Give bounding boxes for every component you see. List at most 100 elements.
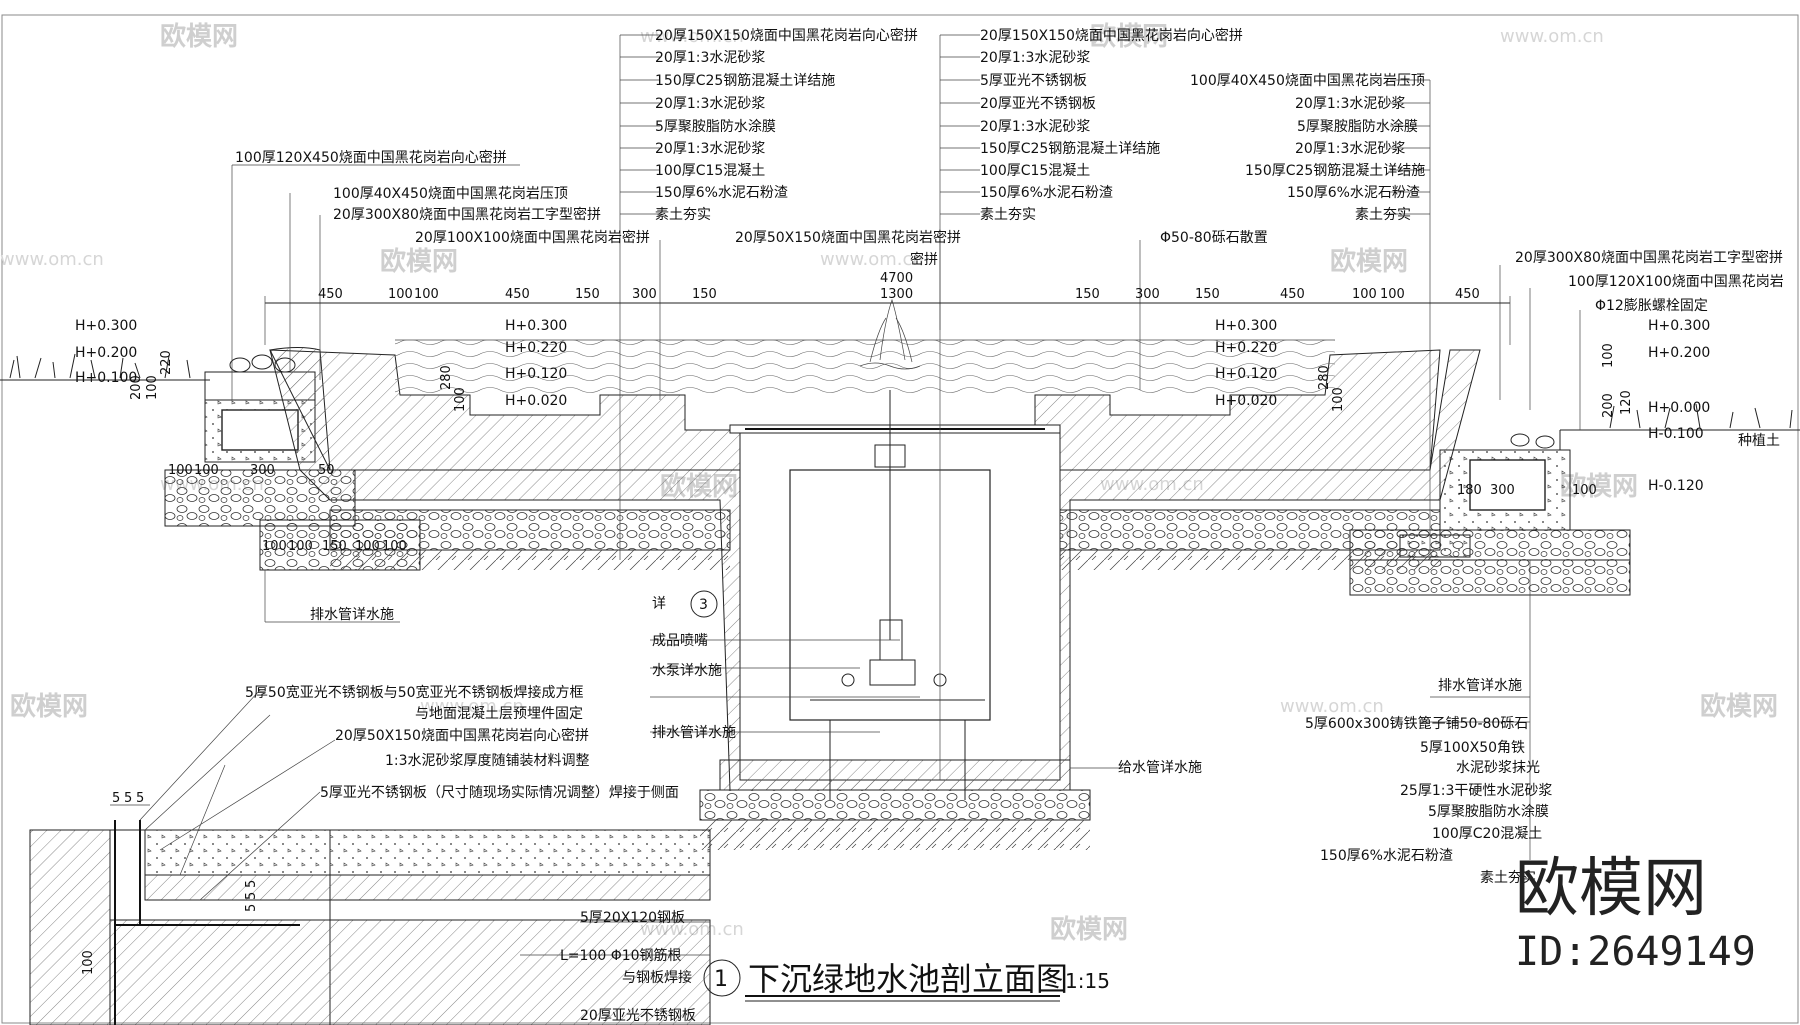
svg-text:100: 100 <box>81 950 96 975</box>
dim-4: 450 <box>505 287 530 302</box>
svg-text:100: 100 <box>382 539 407 554</box>
svg-text:H+0.300: H+0.300 <box>505 318 567 334</box>
svg-text:与钢板焊接: 与钢板焊接 <box>622 969 692 986</box>
svg-text:5厚亚光不锈钢板: 5厚亚光不锈钢板 <box>980 73 1087 89</box>
svg-text:100: 100 <box>262 539 287 554</box>
svg-text:H+0.020: H+0.020 <box>505 393 567 409</box>
right-drain-channel <box>1349 430 1631 596</box>
svg-text:H+0.120: H+0.120 <box>505 366 567 382</box>
svg-text:5厚亚光不锈钢板（尺寸随现场实际情况调整）焊接于侧面: 5厚亚光不锈钢板（尺寸随现场实际情况调整）焊接于侧面 <box>320 784 679 801</box>
svg-text:150厚C25钢筋混凝土详结施: 150厚C25钢筋混凝土详结施 <box>1245 162 1425 179</box>
svg-text:www.om.cn: www.om.cn <box>820 249 924 270</box>
svg-text:5厚20X120钢板: 5厚20X120钢板 <box>580 910 685 926</box>
svg-text:100: 100 <box>194 463 219 478</box>
level-marks-pool-left: H+0.300 H+0.220 H+0.120 H+0.020 280 100 <box>439 318 567 412</box>
svg-text:100厚120X100烧面中国黑花岗岩: 100厚120X100烧面中国黑花岗岩 <box>1568 274 1784 290</box>
svg-text:5: 5 <box>124 791 132 806</box>
svg-text:180: 180 <box>1457 483 1482 498</box>
svg-text:欧模网: 欧模网 <box>1090 21 1168 52</box>
bottom-dims-left: 100 100 300 50 100 100 150 100 100 <box>168 463 407 554</box>
svg-text:100: 100 <box>1601 343 1616 368</box>
dim-1: 450 <box>318 287 343 302</box>
labels-center: 20厚50X150烧面中国黑花岗岩密拼 密拼 Φ50-80砾石散置 <box>735 229 1268 268</box>
svg-text:欧模网: 欧模网 <box>10 691 88 722</box>
svg-text:种植土: 种植土 <box>1738 433 1780 449</box>
pump-assembly <box>800 390 990 800</box>
svg-text:20厚50X150烧面中国黑花岗岩密拼: 20厚50X150烧面中国黑花岗岩密拼 <box>735 229 961 246</box>
dim-15: 450 <box>1455 287 1480 302</box>
base-soil-right <box>1060 550 1440 570</box>
dim-6: 300 <box>632 287 657 302</box>
svg-text:5厚100X50角铁: 5厚100X50角铁 <box>1420 740 1525 756</box>
svg-text:150厚C25钢筋混凝土详结施: 150厚C25钢筋混凝土详结施 <box>655 72 835 89</box>
svg-text:20厚100X100烧面中国黑花岗岩密拼: 20厚100X100烧面中国黑花岗岩密拼 <box>415 229 650 246</box>
section-body <box>0 298 1800 850</box>
svg-text:20厚1:3水泥砂浆: 20厚1:3水泥砂浆 <box>655 96 765 112</box>
svg-text:www.om.cn: www.om.cn <box>640 26 744 47</box>
dim-2: 100 <box>388 287 413 302</box>
svg-text:150厚6%水泥石粉渣: 150厚6%水泥石粉渣 <box>1287 185 1420 201</box>
svg-text:H+0.220: H+0.220 <box>1215 340 1277 356</box>
svg-text:200: 200 <box>129 375 144 400</box>
svg-text:密拼: 密拼 <box>910 251 938 268</box>
sheet-border <box>1 14 1799 1024</box>
svg-text:150厚6%水泥石粉渣: 150厚6%水泥石粉渣 <box>655 185 788 201</box>
svg-text:www.om.cn: www.om.cn <box>420 696 524 717</box>
svg-text:100: 100 <box>453 387 468 412</box>
dim-10: 300 <box>1135 287 1160 302</box>
pit-floor-concrete <box>719 759 1071 791</box>
svg-text:H-0.120: H-0.120 <box>1648 478 1704 494</box>
svg-text:100: 100 <box>355 539 380 554</box>
svg-text:欧模网: 欧模网 <box>1560 471 1638 502</box>
dim-12: 450 <box>1280 287 1305 302</box>
dim-3: 100 <box>414 287 439 302</box>
labels-mid: 排水管详水施 详 3 成品喷嘴 水泵详水施 排水管详水施 给水管详水施 排水管详… <box>310 590 1522 776</box>
svg-text:300: 300 <box>250 463 275 478</box>
svg-text:L=100 Φ10钢筋根: L=100 Φ10钢筋根 <box>560 947 682 964</box>
labels-left: 100厚120X450烧面中国黑花岗岩向心密拼 100厚40X450烧面中国黑花… <box>235 149 650 246</box>
svg-text:H+0.300: H+0.300 <box>1215 318 1277 334</box>
svg-text:20厚150X150烧面中国黑花岗岩向心密拼: 20厚150X150烧面中国黑花岗岩向心密拼 <box>655 27 918 44</box>
leaders <box>231 34 1581 860</box>
svg-text:280: 280 <box>1317 365 1332 390</box>
svg-text:150厚C25钢筋混凝土详结施: 150厚C25钢筋混凝土详结施 <box>980 140 1160 157</box>
fountain-nozzle <box>859 298 921 370</box>
svg-text:水泵详水施: 水泵详水施 <box>652 663 722 679</box>
svg-text:排水管详水施: 排水管详水施 <box>310 607 394 623</box>
dim-5: 150 <box>575 287 600 302</box>
svg-text:Φ50-80砾石散置: Φ50-80砾石散置 <box>1160 230 1268 246</box>
labels-right-bottom: 5厚600x300铸铁篦子铺50-80砾石 5厚100X50角铁 水泥砂浆抹光 … <box>1305 716 1552 886</box>
svg-text:20厚1:3水泥砂浆: 20厚1:3水泥砂浆 <box>655 141 765 157</box>
svg-text:素土夯实: 素土夯实 <box>655 207 711 223</box>
svg-text:5: 5 <box>244 880 259 888</box>
drawing-title-block: 1 下沉绿地水池剖立面图 1:15 <box>703 959 1110 1002</box>
svg-text:120: 120 <box>1619 390 1634 415</box>
grass-right <box>1560 403 1800 431</box>
dimension-row-top: 450 100 100 450 150 300 150 1300 150 300… <box>264 271 1511 345</box>
dim-8: 1300 <box>880 287 913 302</box>
svg-text:与地面混凝土层预埋件固定: 与地面混凝土层预埋件固定 <box>415 706 583 722</box>
svg-text:5: 5 <box>112 791 120 806</box>
svg-text:欧模网: 欧模网 <box>1050 914 1128 945</box>
svg-text:300: 300 <box>1490 483 1515 498</box>
grass-left <box>0 353 210 381</box>
dim-7: 150 <box>692 287 717 302</box>
svg-text:100: 100 <box>145 375 160 400</box>
pit-floor-soil <box>700 820 1090 850</box>
svg-text:H+0.220: H+0.220 <box>505 340 567 356</box>
svg-text:100: 100 <box>288 539 313 554</box>
svg-text:H-0.100: H-0.100 <box>1648 426 1704 442</box>
svg-text:5厚聚胺脂防水涂膜: 5厚聚胺脂防水涂膜 <box>1297 119 1418 135</box>
level-marks-pool-right: H+0.300 H+0.220 H+0.120 H+0.020 280 100 <box>1215 318 1346 412</box>
svg-text:100: 100 <box>1331 387 1346 412</box>
svg-text:H+0.120: H+0.120 <box>1215 366 1277 382</box>
svg-text:20厚150X150烧面中国黑花岗岩向心密拼: 20厚150X150烧面中国黑花岗岩向心密拼 <box>980 27 1243 44</box>
svg-text:100厚C15混凝土: 100厚C15混凝土 <box>980 163 1090 179</box>
svg-text:100厚120X450烧面中国黑花岗岩向心密拼: 100厚120X450烧面中国黑花岗岩向心密拼 <box>235 149 507 166</box>
bottom-dims-right: 180 300 100 <box>1457 483 1597 498</box>
detail-callout: 3 <box>690 590 718 618</box>
stainless-edge-detail: 5 5 5 5 5 5 100 5厚50宽亚光不锈钢板与50宽亚光不锈钢板焊接成… <box>29 684 711 1025</box>
svg-text:5厚50宽亚光不锈钢板与50宽亚光不锈钢板焊接成方框: 5厚50宽亚光不锈钢板与50宽亚光不锈钢板焊接成方框 <box>245 684 584 701</box>
svg-text:详: 详 <box>652 596 666 612</box>
